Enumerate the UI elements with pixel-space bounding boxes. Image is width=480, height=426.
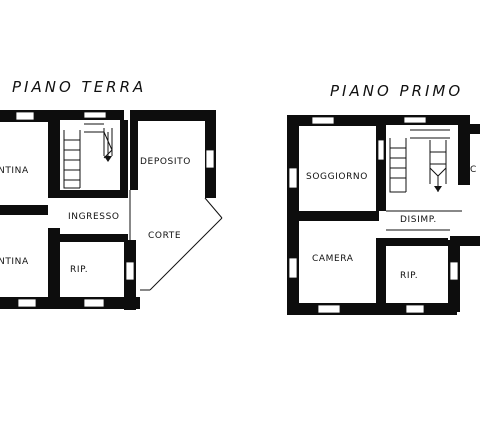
room-label-cut-room: C [470, 165, 477, 175]
room-label-cantina-upper: NTINA [0, 166, 29, 176]
room-label-soggiorno: SOGGIORNO [306, 172, 368, 182]
room-label-cantina-lower: NTINA [0, 257, 29, 267]
room-label-deposito: DEPOSITO [140, 157, 191, 167]
room-label-camera: CAMERA [312, 254, 354, 264]
first-staircase [389, 129, 450, 193]
ground-floor-plan: NTINA NTINA DEPOSITO INGRESSO CORTE RIP. [0, 110, 223, 310]
room-label-ripostiglio-ground: RIP. [70, 265, 88, 275]
room-label-disimpegno: DISIMP. [400, 215, 437, 225]
first-floor-title: PIANO PRIMO [330, 82, 463, 100]
room-label-ingresso: INGRESSO [68, 212, 120, 222]
room-label-ripostiglio-first: RIP. [400, 271, 418, 281]
ground-staircase [63, 123, 113, 189]
first-floor-plan: SOGGIORNO CAMERA DISIMP. RIP. C [287, 115, 480, 315]
room-label-corte: CORTE [148, 231, 181, 241]
ground-floor-title: PIANO TERRA [12, 78, 146, 96]
